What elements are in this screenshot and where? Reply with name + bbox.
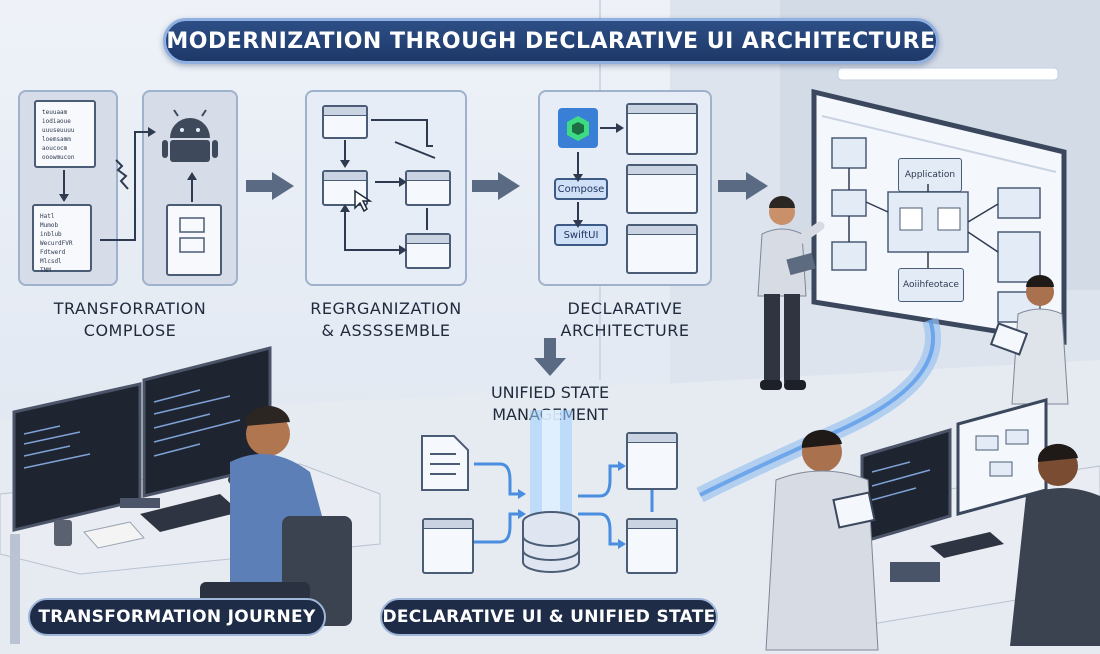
- image-icon: [179, 217, 205, 253]
- declarative-ui-badge: DECLARATIVE UI & UNIFIED STATE: [380, 598, 718, 636]
- flow-arrow-shaft: [246, 180, 274, 192]
- application-node: Application: [898, 158, 962, 192]
- stage-label-declarative: DECLARATIVE ARCHITECTURE: [540, 298, 710, 342]
- component-box: [405, 233, 451, 269]
- stage-label-reorganization: REGRGANIZATION & ASSSSEMBLE: [296, 298, 476, 342]
- stage-label-line: TRANSFORRATION: [53, 299, 207, 318]
- doc-line: Fdtwerd: [40, 249, 66, 256]
- flow-arrow: [272, 172, 294, 200]
- interface-node: Aoiihfeotace: [898, 268, 964, 302]
- legacy-doc-top: teuuaam iodiaoue uuuseuuuu loemsamm aouc…: [34, 100, 96, 168]
- declarative-connectors: [573, 123, 624, 228]
- title-banner: MODERNIZATION THROUGH DECLARATIVE UI ARC…: [163, 18, 939, 64]
- data-stream: [696, 317, 942, 503]
- window-icon: [422, 518, 474, 574]
- doc-line: Mlcsdl: [40, 258, 62, 265]
- preview-screen: [626, 224, 698, 274]
- doc-line: teuuaam: [42, 109, 68, 116]
- stage-label-line: & ASSSSEMBLE: [321, 321, 451, 340]
- flow-arrow-shaft: [472, 180, 500, 192]
- state-flow-arrows: [474, 461, 654, 549]
- flow-arrow-shaft: [718, 180, 748, 192]
- doc-line: inblub: [40, 231, 62, 238]
- preview-screen: [626, 164, 698, 214]
- down-arrow: [534, 338, 566, 376]
- doc-line: aoucocm: [42, 145, 68, 152]
- unified-state-line: UNIFIED STATE: [490, 383, 610, 402]
- database-icon: [522, 410, 580, 573]
- review-desk-scene: [765, 398, 1100, 651]
- doc-line: loemsamm: [42, 136, 71, 143]
- doc-line: Mumob: [40, 222, 59, 229]
- legacy-doc-bottom: Hatl Mumob inblub WecurdFVR Fdtwerd Mlcs…: [32, 204, 92, 274]
- presenter-person: [757, 196, 825, 390]
- analyst-person: [989, 275, 1069, 405]
- compose-button[interactable]: Compose: [554, 178, 608, 200]
- flow-arrow: [746, 172, 768, 200]
- component-box: [405, 170, 451, 206]
- jetpack-compose-icon: [558, 108, 598, 148]
- stage-label-line: DECLARATIVE: [567, 299, 683, 318]
- doc-line: TNM: [40, 267, 51, 274]
- page-title: MODERNIZATION THROUGH DECLARATIVE UI ARC…: [166, 28, 936, 54]
- doc-line: ooowmucon: [42, 154, 75, 161]
- transformation-journey-badge: TRANSFORMATION JOURNEY: [28, 598, 326, 636]
- image-doc: [166, 204, 222, 276]
- doc-line: uuuseuuuu: [42, 127, 75, 134]
- window-icon: [626, 518, 678, 574]
- flow-arrow: [498, 172, 520, 200]
- stage-label-line: COMPLOSE: [83, 321, 177, 340]
- android-icon: [162, 109, 218, 162]
- doc-line: Hatl: [40, 213, 55, 220]
- cursor-icon: [354, 189, 373, 213]
- stage-label-transformation: TRANSFORRATION COMPLOSE: [20, 298, 240, 342]
- stage1-connectors: [59, 127, 197, 241]
- doc-line: iodiaoue: [42, 118, 71, 125]
- swiftui-button[interactable]: SwiftUI: [554, 224, 608, 246]
- preview-screen: [626, 103, 698, 155]
- whiteboard-diagram: [831, 137, 1041, 323]
- doc-line: WecurdFVR: [40, 240, 73, 247]
- document-icon: [421, 435, 469, 491]
- stage-label-line: REGRGANIZATION: [310, 299, 462, 318]
- component-box: [322, 105, 368, 139]
- stage-label-line: ARCHITECTURE: [560, 321, 690, 340]
- developer-desk-scene: [0, 346, 381, 644]
- window-icon: [626, 432, 678, 490]
- reorganization-connectors: [340, 119, 436, 255]
